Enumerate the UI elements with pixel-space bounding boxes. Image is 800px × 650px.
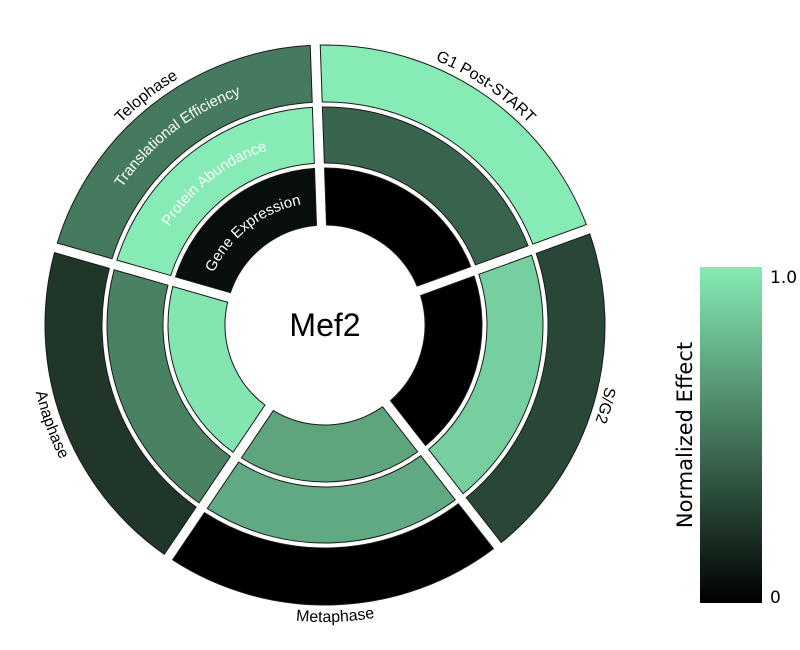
cell-metaphase-ring-0 <box>240 406 419 483</box>
cell-anaphase-ring-2 <box>44 252 197 555</box>
cell-telophase-ring-1 <box>116 106 315 277</box>
cell-s-g2-ring-2 <box>465 233 606 544</box>
colorbar: 1.0 0 Normalized Effect <box>673 267 797 608</box>
colorbar-title: Normalized Effect <box>673 342 697 528</box>
cell-g1-post-start-ring-0 <box>324 167 472 287</box>
cell-telophase-ring-0 <box>174 167 318 294</box>
cell-s-g2-ring-1 <box>427 254 544 495</box>
cell-metaphase-ring-1 <box>206 454 456 544</box>
sunburst-cells <box>44 44 606 606</box>
cell-s-g2-ring-0 <box>389 275 483 447</box>
colorbar-min-label: 0 <box>770 588 781 608</box>
colorbar-max-label: 1.0 <box>770 268 797 288</box>
cell-g1-post-start-ring-1 <box>321 106 529 266</box>
cell-anaphase-ring-1 <box>106 269 231 504</box>
cell-g1-post-start-ring-2 <box>319 44 588 245</box>
phase-label: Metaphase <box>295 605 375 626</box>
center-title: Mef2 <box>289 307 360 343</box>
cell-telophase-ring-2 <box>56 44 313 260</box>
colorbar-gradient <box>700 267 762 603</box>
cell-metaphase-ring-2 <box>171 503 495 606</box>
cell-anaphase-ring-0 <box>167 285 266 454</box>
